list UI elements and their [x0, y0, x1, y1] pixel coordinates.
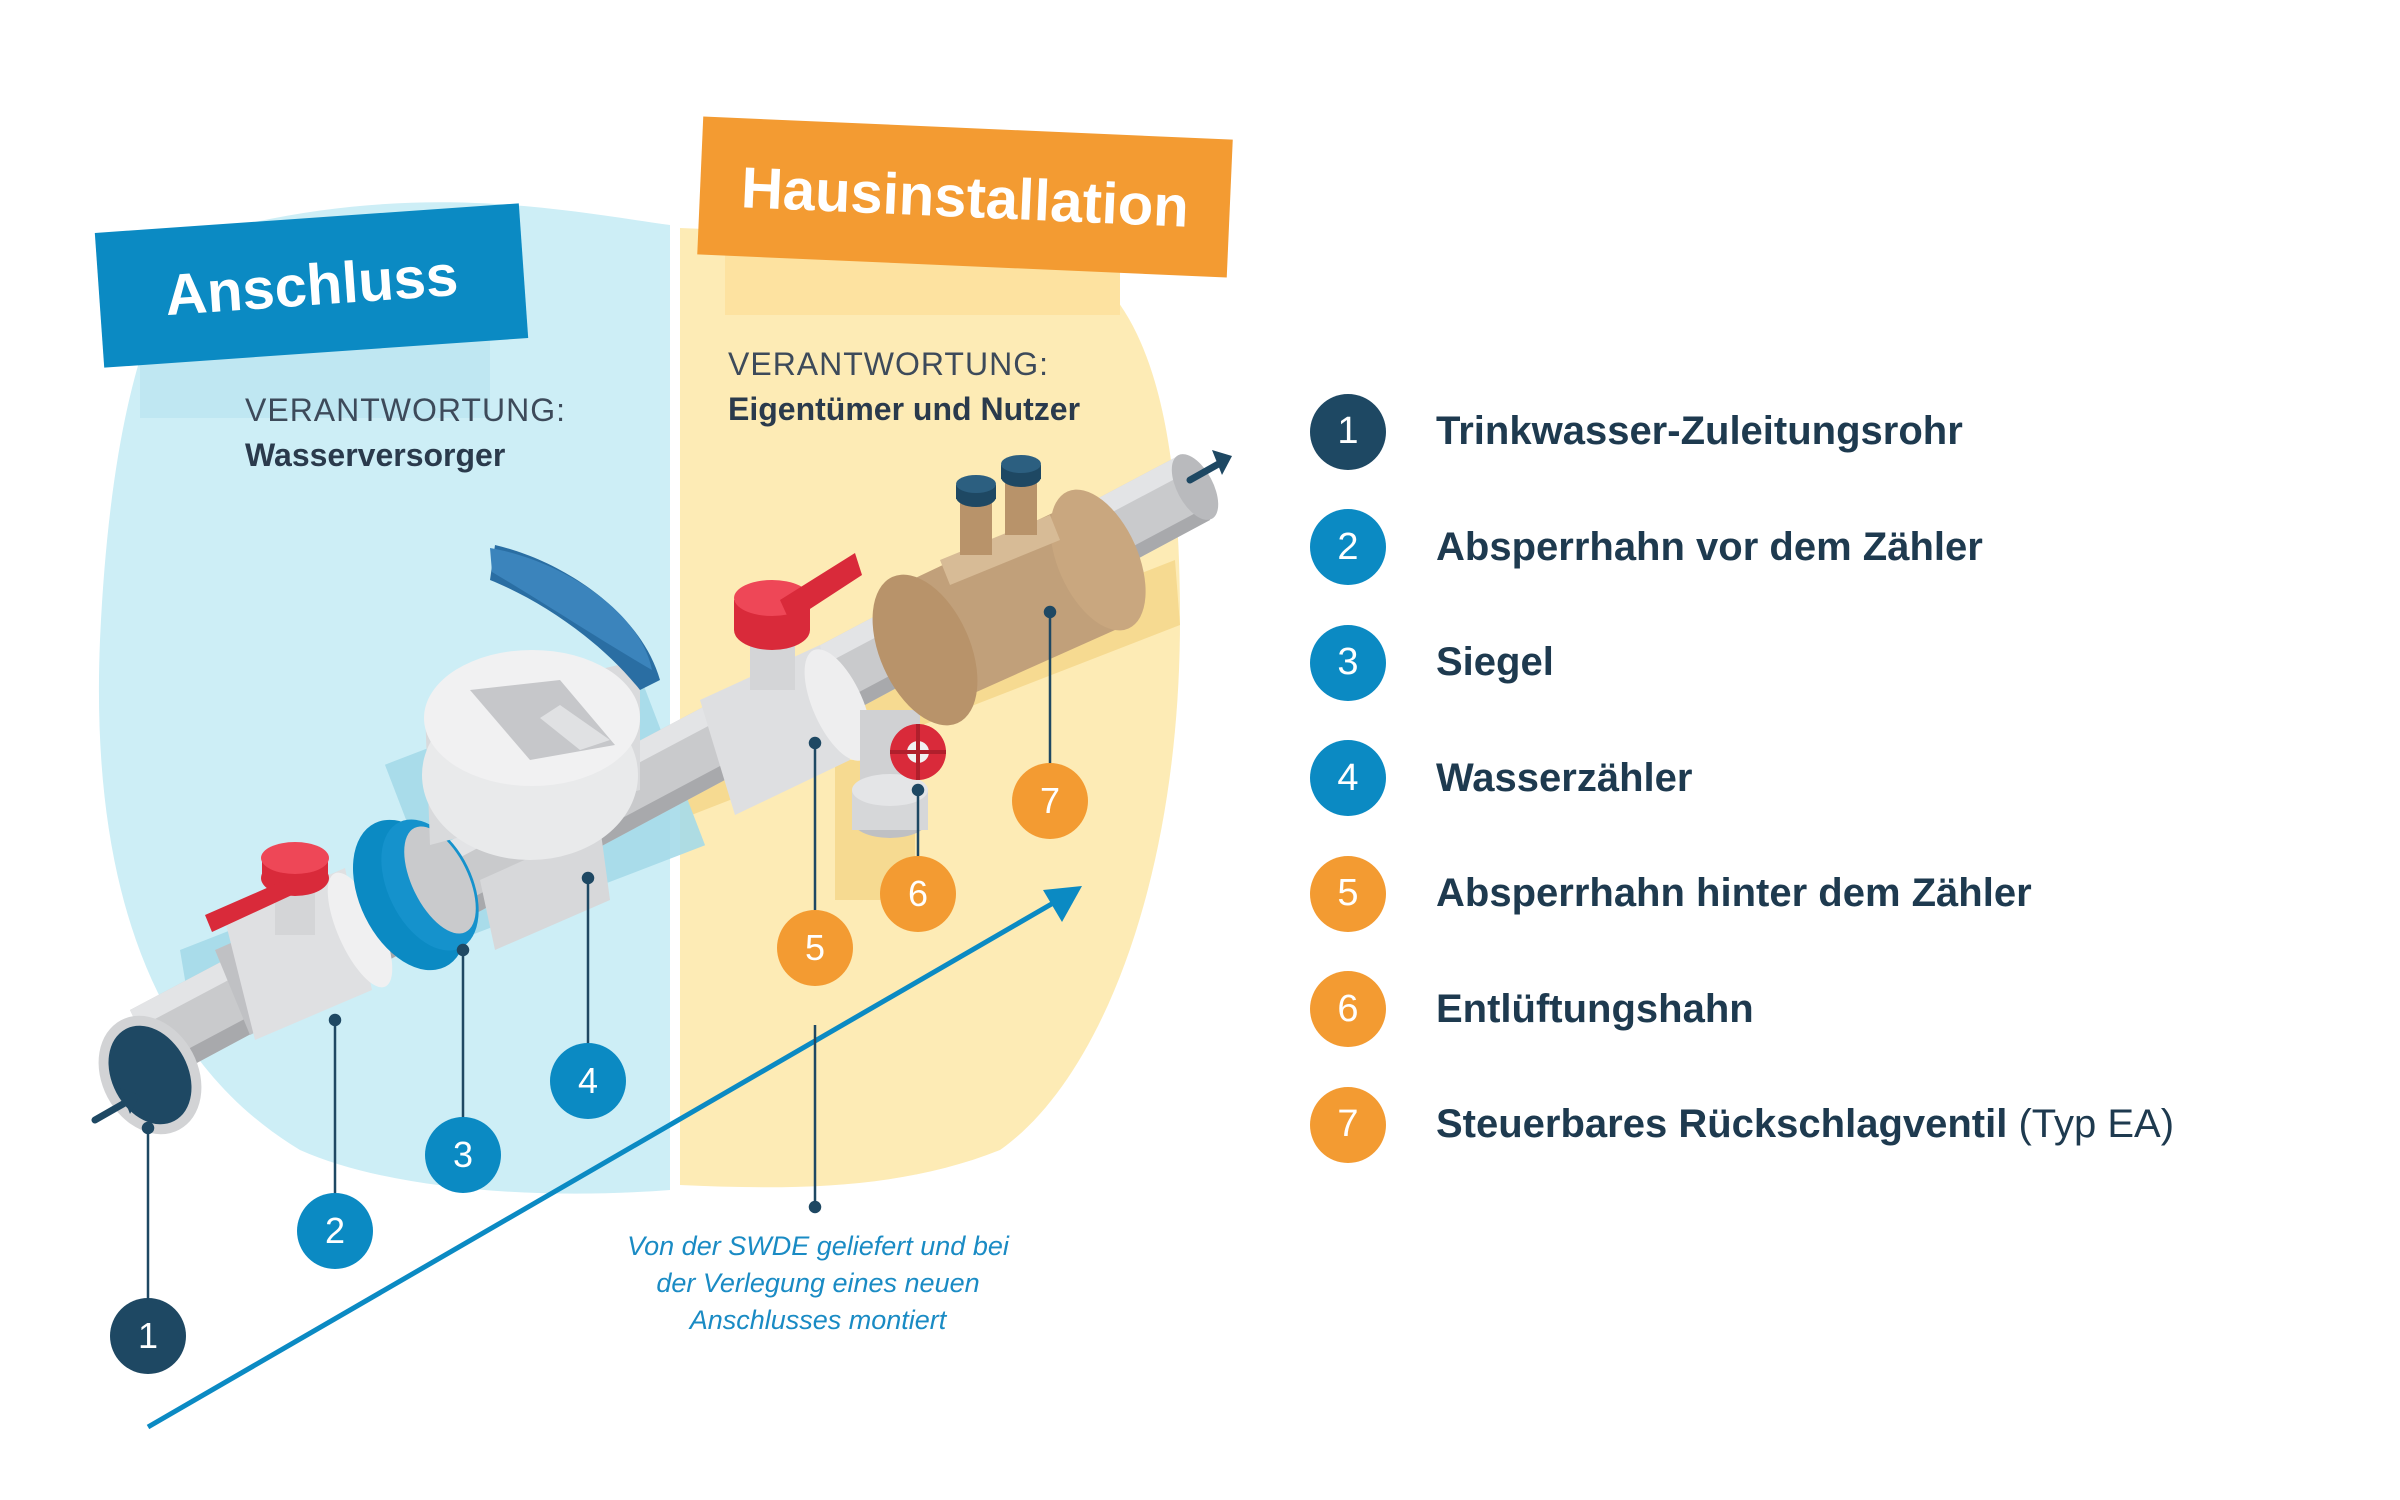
legend-badge: 6	[1310, 971, 1386, 1048]
house-responsibility-label: VERANTWORTUNG:	[728, 346, 1049, 382]
supply-note-line: der Verlegung eines neuen	[656, 1268, 980, 1298]
ball-valve-icon	[205, 842, 393, 1040]
check-valve-icon	[872, 455, 1146, 726]
seal-ring	[352, 819, 479, 971]
zone-divider	[670, 225, 680, 1185]
connection-responsibility-value: Wasserversorger	[245, 437, 506, 473]
legend-label: Absperrhahn vor dem Zähler	[1436, 525, 1983, 570]
legend-item: 2 Absperrhahn vor dem Zähler	[1310, 490, 2174, 606]
legend-label-text: Trinkwasser-Zuleitungsrohr	[1436, 409, 1963, 454]
ball-valve-icon	[734, 553, 862, 690]
legend-label-text: Wasserzähler	[1436, 755, 1693, 800]
legend-label: Trinkwasser-Zuleitungsrohr	[1436, 409, 1963, 454]
connection-responsibility-label: VERANTWORTUNG:	[245, 392, 566, 428]
diagram-marker-4: 4	[550, 1043, 626, 1119]
legend-badge: 3	[1310, 624, 1386, 701]
diagram-marker-6: 6	[880, 856, 956, 932]
legend-badge: 2	[1310, 509, 1386, 586]
legend-badge: 4	[1310, 740, 1386, 817]
legend-label-text: Absperrhahn vor dem Zähler	[1436, 524, 1983, 569]
diagram-marker-7: 7	[1012, 763, 1088, 839]
legend-item: 3 Siegel	[1310, 605, 2174, 721]
arrow-in-icon	[91, 1088, 140, 1124]
legend-badge: 1	[1310, 393, 1386, 470]
water-meter-icon	[422, 545, 660, 950]
legend-item: 7 Steuerbares Rückschlagventil (Typ EA)	[1310, 1067, 2174, 1183]
pipe-coupling	[700, 645, 872, 815]
legend-item: 6 Entlüftungshahn	[1310, 952, 2174, 1068]
legend-label: Steuerbares Rückschlagventil (Typ EA)	[1436, 1102, 2174, 1147]
supply-note-line: Von der SWDE geliefert und bei	[627, 1231, 1009, 1261]
flow-arrow	[146, 886, 1082, 1430]
legend-item: 4 Wasserzähler	[1310, 721, 2174, 837]
legend-label-text: Absperrhahn hinter dem Zähler	[1436, 871, 2032, 916]
house-responsibility-value: Eigentümer und Nutzer	[728, 391, 1081, 427]
legend-label: Entlüftungshahn	[1436, 987, 1754, 1032]
legend-item: 1 Trinkwasser-Zuleitungsrohr	[1310, 374, 2174, 490]
legend-label: Wasserzähler	[1436, 756, 1692, 801]
diagram-marker-3: 3	[425, 1117, 501, 1193]
legend-badge: 5	[1310, 855, 1386, 932]
gate-valve-wheel-icon	[852, 710, 946, 838]
legend-label: Absperrhahn hinter dem Zähler	[1436, 871, 2032, 916]
leader-lines	[141, 605, 1057, 1300]
legend-label-suffix: (Typ EA)	[2007, 1102, 2175, 1147]
diagram-marker-5: 5	[777, 910, 853, 986]
diagram-marker-2: 2	[297, 1193, 373, 1269]
supply-note: Von der SWDE geliefert und bei der Verle…	[578, 1228, 1058, 1339]
legend: 1 Trinkwasser-Zuleitungsrohr 2 Absperrha…	[1310, 374, 2174, 1183]
house-title: Hausinstallation	[739, 154, 1191, 240]
arrow-out-icon	[1186, 450, 1232, 484]
connection-title: Anschluss	[162, 242, 461, 329]
legend-label: Siegel	[1436, 640, 1554, 685]
legend-item: 5 Absperrhahn hinter dem Zähler	[1310, 836, 2174, 952]
diagram-marker-1: 1	[110, 1298, 186, 1374]
legend-label-text: Steuerbares Rückschlagventil	[1436, 1102, 2008, 1147]
legend-label-text: Siegel	[1436, 640, 1554, 685]
legend-badge: 7	[1310, 1086, 1386, 1163]
supply-note-line: Anschlusses montiert	[689, 1305, 947, 1335]
legend-label-text: Entlüftungshahn	[1436, 986, 1754, 1031]
house-banner: Hausinstallation	[697, 116, 1233, 278]
